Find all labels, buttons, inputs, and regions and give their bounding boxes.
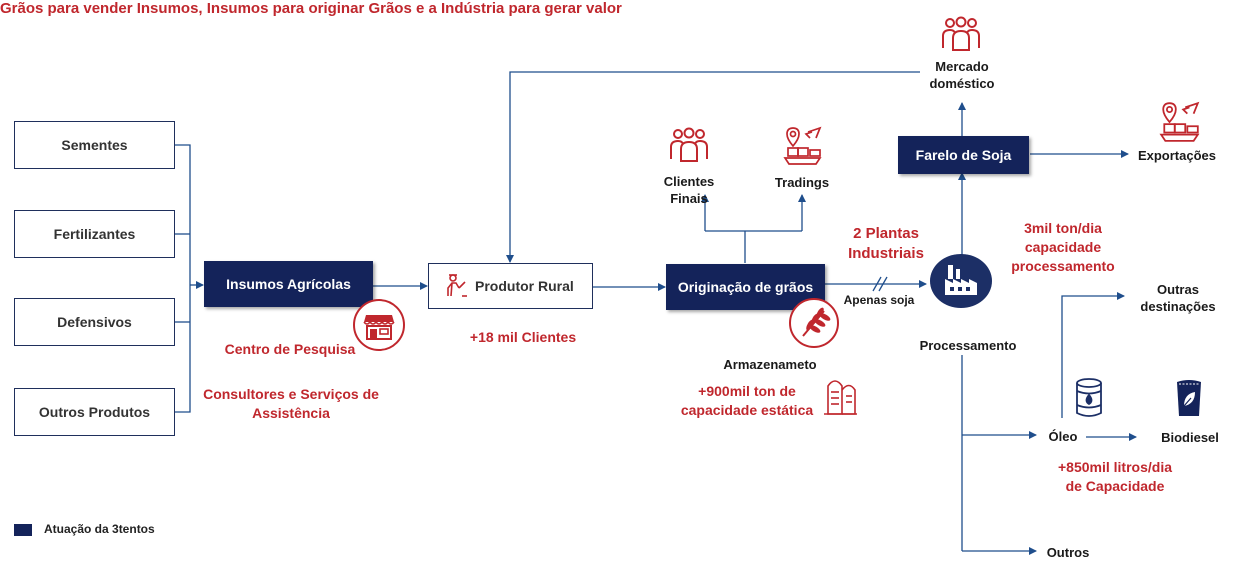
clientes-count-text: +18 mil Clientes [469,329,577,345]
node-label: Farelo de Soja [915,147,1012,163]
outros-label: Outros [1046,545,1090,560]
trading-icon [782,124,824,166]
exportacoes-trading-icon [1158,99,1202,143]
input-label: Fertilizantes [53,226,136,242]
farmer-icon [443,272,469,301]
input-box-fertilizantes: Fertilizantes [14,210,175,258]
page-title: Grãos para vender Insumos, Insumos para … [0,0,622,17]
node-label: Produtor Rural [475,278,574,294]
silo-icon [822,372,858,416]
processamento-capacity-text: 3mil ton/dia capacidade processamento [1011,220,1115,274]
input-box-defensivos: Defensivos [14,298,175,346]
clientes-people-icon [668,127,710,163]
factory-icon [928,253,994,309]
farelo-soja-box: Farelo de Soja [898,136,1029,174]
node-label: Insumos Agrícolas [226,276,351,292]
clientes-finais-label: Clientes Finais [663,174,715,206]
input-label: Outros Produtos [38,404,151,420]
consultores-text: Consultores e Serviços de Assistência [203,386,379,421]
people-icon [940,16,982,52]
biodiesel-label: Biodiesel [1161,430,1219,445]
store-icon [352,298,406,352]
armazenamento-capacity-text: +900mil ton de capacidade estática [680,383,814,418]
insumos-agricolas-box: Insumos Agrícolas [204,261,373,307]
apenas-soja-label: Apenas soja [843,293,915,307]
produtor-rural-box: Produtor Rural [428,263,593,309]
biodiesel-capacity-text: +850mil litros/dia de Capacidade [1058,459,1172,494]
input-label: Defensivos [57,314,132,330]
input-box-sementes: Sementes [14,121,175,169]
biodiesel-bag-icon [1174,378,1204,418]
centro-pesquisa-text: Centro de Pesquisa [224,341,356,357]
wheat-icon [788,297,840,349]
exportacoes-label: Exportações [1137,148,1217,163]
legend-label: Atuação da 3tentos [44,522,155,536]
oleo-label: Óleo [1048,429,1078,444]
outras-destinacoes-label: Outras destinações [1140,282,1216,314]
tradings-label: Tradings [774,175,830,190]
node-label: Originação de grãos [677,279,814,295]
input-label: Sementes [61,137,128,153]
plantas-industriais-text: 2 Plantas Industriais [848,225,924,262]
armazenamento-label: Armazenameto [723,357,817,372]
legend-swatch [14,524,32,536]
input-box-outros-produtos: Outros Produtos [14,388,175,436]
oil-barrel-icon [1073,377,1105,419]
mercado-domestico-label: Mercado doméstico [929,59,995,91]
originacao-graos-box: Originação de grãos [666,264,825,310]
processamento-label: Processamento [919,338,1017,353]
